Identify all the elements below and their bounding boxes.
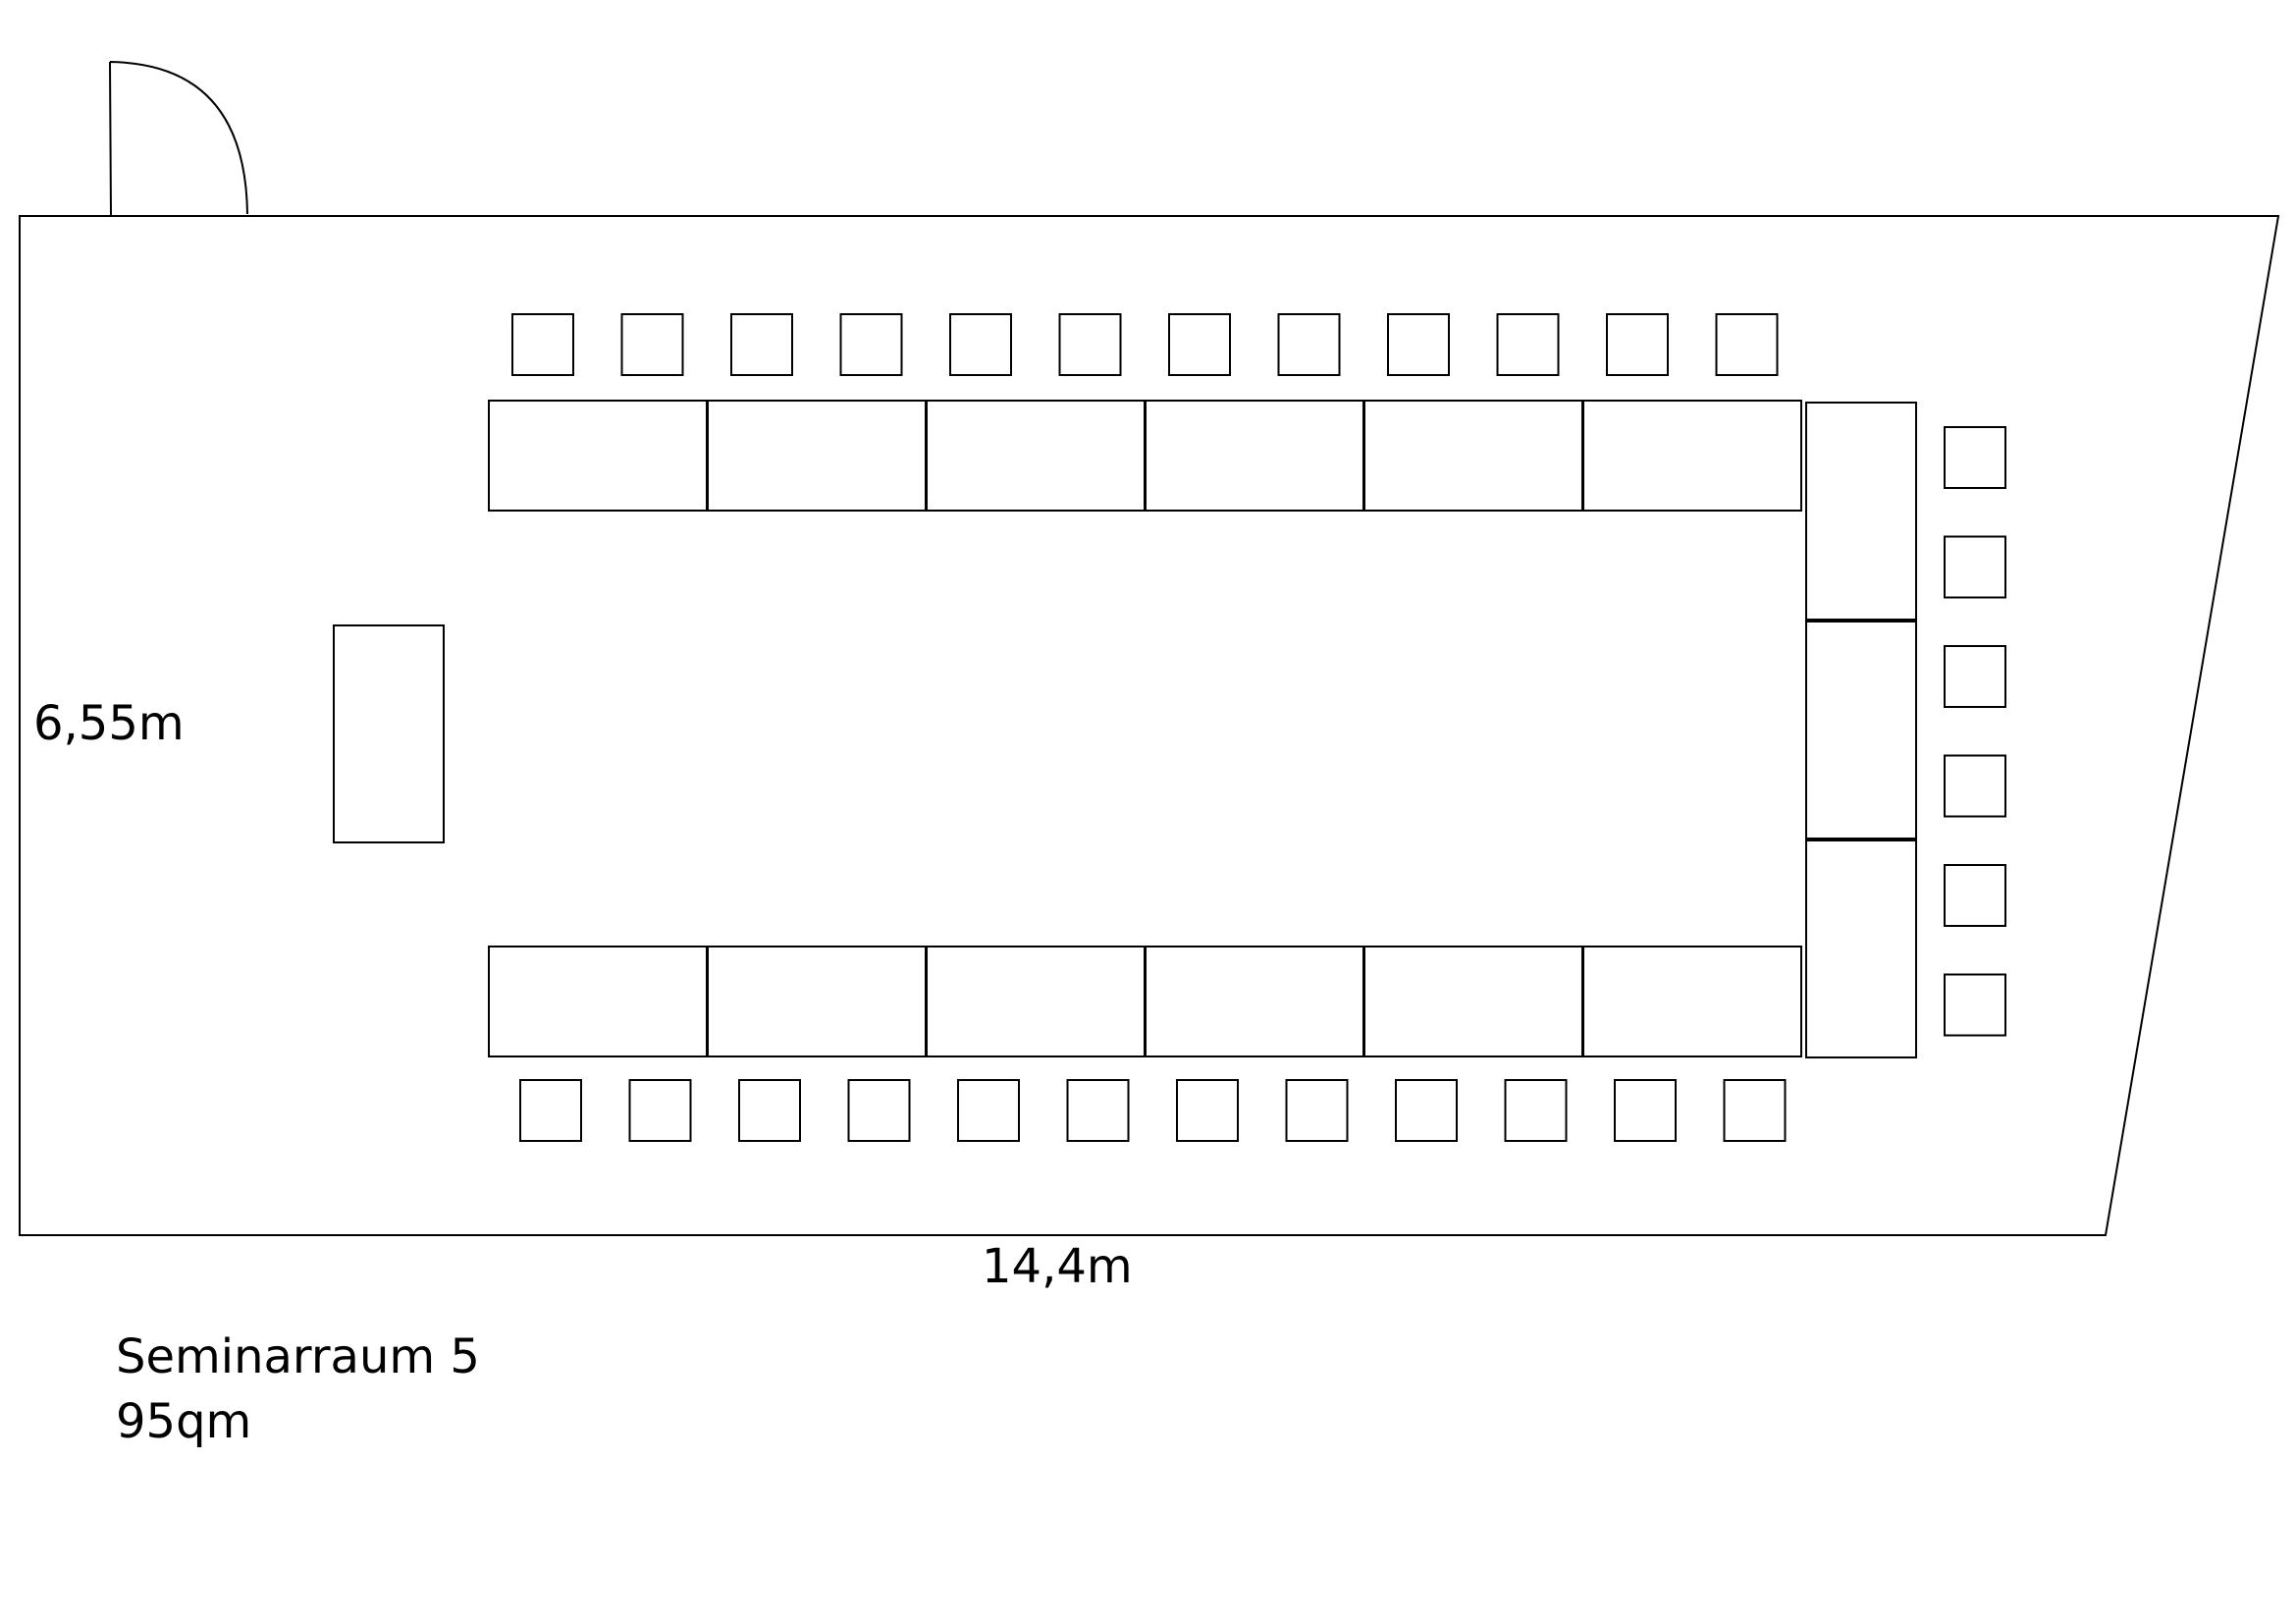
room-width-label: 14,4m [982, 1239, 1133, 1294]
table [1805, 402, 1917, 621]
chair [730, 313, 793, 376]
table [1145, 946, 1364, 1057]
chair [847, 1079, 911, 1142]
chair [1944, 426, 2006, 489]
room-height-label: 6,55m [33, 696, 185, 751]
table [926, 946, 1146, 1057]
room-name: Seminarraum 5 [116, 1329, 480, 1384]
table [1363, 946, 1583, 1057]
chair [1387, 313, 1450, 376]
chair [1944, 535, 2006, 599]
room-area: 95qm [116, 1394, 252, 1449]
chair [1504, 1079, 1568, 1142]
table [1582, 946, 1802, 1057]
chair [1395, 1079, 1458, 1142]
chair [620, 313, 684, 376]
table [1805, 839, 1917, 1058]
chair [1168, 313, 1231, 376]
table [926, 400, 1146, 512]
room-outline [19, 215, 2280, 1236]
chair [1277, 313, 1341, 376]
chair [957, 1079, 1020, 1142]
lectern [333, 624, 445, 843]
chair [1066, 1079, 1130, 1142]
chair [1715, 313, 1779, 376]
chair [1944, 864, 2006, 927]
table [1582, 400, 1802, 512]
chair [1723, 1079, 1787, 1142]
chair [1606, 313, 1669, 376]
table [1363, 400, 1583, 512]
table [707, 946, 927, 1057]
chair [738, 1079, 801, 1142]
chair [1944, 754, 2006, 818]
chair [1176, 1079, 1239, 1142]
chair [1496, 313, 1560, 376]
chair [1058, 313, 1122, 376]
chair [511, 313, 574, 376]
table [488, 946, 708, 1057]
door[interactable] [109, 61, 248, 217]
table [488, 400, 708, 512]
chair [1944, 645, 2006, 708]
chair [1285, 1079, 1349, 1142]
table [1805, 621, 1917, 839]
chair [949, 313, 1012, 376]
table [707, 400, 927, 512]
chair [839, 313, 903, 376]
chair [628, 1079, 692, 1142]
chair [1614, 1079, 1677, 1142]
chair [1944, 973, 2006, 1037]
table [1145, 400, 1364, 512]
chair [519, 1079, 582, 1142]
